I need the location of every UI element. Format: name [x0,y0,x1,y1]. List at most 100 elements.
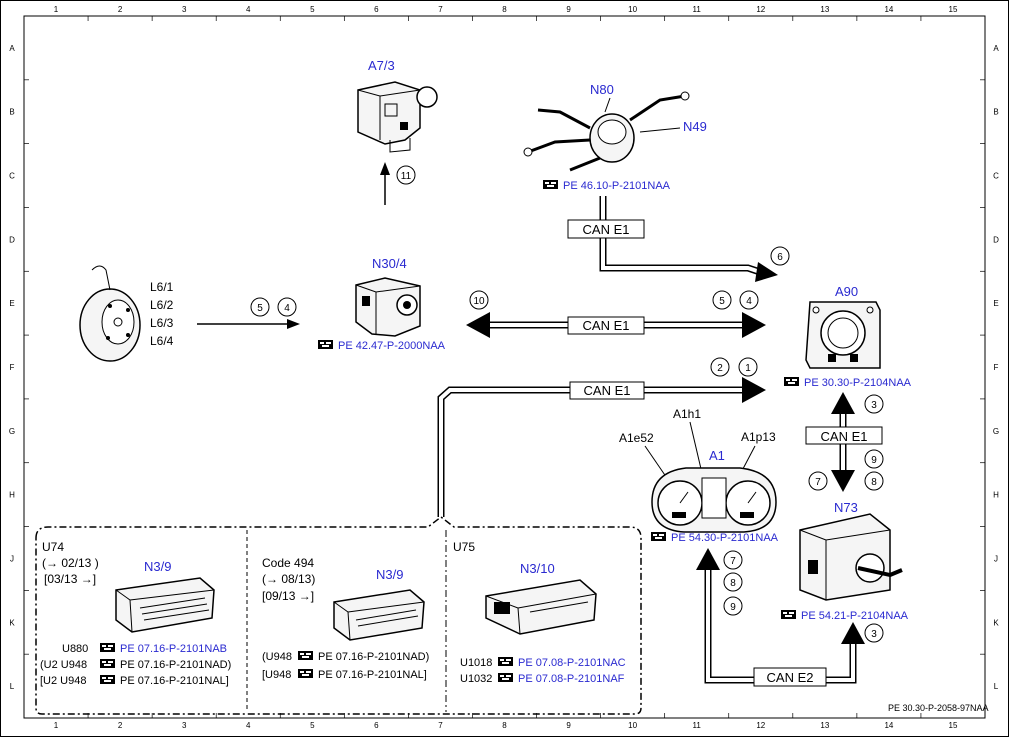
a1-ref[interactable]: PE 54.30-P-2101NAA [651,532,779,544]
grid-col-top-2: 2 [118,5,123,14]
grid-col-bottom-3: 3 [182,721,187,730]
a1e52-label: A1e52 [619,431,654,445]
grid-col-top-5: 5 [310,5,315,14]
marker-9a: 9 [864,449,884,469]
engine-control-panels [35,516,642,715]
u74-panel[interactable]: U74 (→ 02/13 ) [03/13 →] N3/9 U880 PE 07… [40,540,231,687]
svg-text:PE 07.08-P-2101NAC: PE 07.08-P-2101NAC [518,657,626,669]
svg-text:9: 9 [730,602,736,613]
can-e1-a90-n73: CAN E1 [805,392,883,492]
a1h1-label: A1h1 [673,407,701,421]
marker-5a: 5 [250,297,270,317]
svg-text:PE 54.30-P-2101NAA: PE 54.30-P-2101NAA [671,532,779,544]
a1-instrument-cluster[interactable]: A1h1 A1e52 A1p13 A1 [619,407,777,533]
svg-text:N3/9: N3/9 [376,567,403,582]
arrow-11 [380,162,390,205]
n80-label: N80 [590,82,614,97]
svg-text:(→ 02/13 ): (→ 02/13 ) [42,556,99,570]
can-e1-bus-mid: CAN E1 [466,312,766,338]
n80-ref[interactable]: PE 46.10-P-2101NAA [543,180,671,192]
grid-row-left-K: K [9,618,15,627]
svg-text:PE 46.10-P-2101NAA: PE 46.10-P-2101NAA [563,180,671,192]
svg-text:Code 494: Code 494 [262,556,314,570]
a7-3-component[interactable]: A7/3 [357,58,438,153]
svg-text:(→ 08/13): (→ 08/13) [262,572,315,586]
grid-col-bottom-10: 10 [628,721,637,730]
can-e1-mid-label: CAN E1 [583,318,630,333]
footer-code: PE 30.30-P-2058-97NAA [888,703,989,713]
grid-col-bottom-1: 1 [54,721,59,730]
n30-4-component[interactable]: N30/4 [355,256,421,337]
grid-row-left-C: C [9,172,15,181]
a1p13-label: A1p13 [741,430,776,444]
marker-11: 11 [396,165,416,185]
a7-3-label: A7/3 [368,58,395,73]
n73-component[interactable]: N73 [799,500,903,601]
svg-text:PE 30.30-P-2104NAA: PE 30.30-P-2104NAA [804,377,912,389]
can-e1-right-label: CAN E1 [821,429,868,444]
marker-4b: 4 [739,290,759,310]
a90-component[interactable]: A90 [805,284,881,369]
grid-row-left-F: F [10,363,15,372]
svg-text:9: 9 [871,455,877,466]
grid-col-bottom-6: 6 [374,721,379,730]
svg-text:2: 2 [717,363,723,374]
grid-col-bottom-11: 11 [693,721,702,730]
grid-col-top-13: 13 [820,5,829,14]
grid-col-top-8: 8 [502,5,507,14]
l6-sensor[interactable]: L6/1 L6/2 L6/3 L6/4 [79,265,174,362]
grid-col-bottom-5: 5 [310,721,315,730]
svg-text:6: 6 [777,252,783,263]
n3-9-module-b [333,589,425,641]
marker-10: 10 [469,290,489,310]
svg-text:(U948: (U948 [262,651,292,663]
grid-col-top-3: 3 [182,5,187,14]
marker-7a: 7 [808,471,828,491]
n73-label: N73 [834,500,858,515]
marker-9b: 9 [723,596,743,616]
svg-text:L6/3: L6/3 [150,316,174,330]
svg-text:(U2 U948: (U2 U948 [40,659,87,671]
grid-col-bottom-12: 12 [756,721,765,730]
svg-text:[U2 U948: [U2 U948 [40,675,86,687]
svg-text:4: 4 [746,296,752,307]
grid-col-top-11: 11 [693,5,702,14]
grid-col-top-12: 12 [756,5,765,14]
n30-4-ref[interactable]: PE 42.47-P-2000NAA [318,340,446,352]
svg-text:8: 8 [730,578,736,589]
grid-row-left-E: E [9,299,14,308]
grid-col-bottom-7: 7 [438,721,443,730]
n49-label: N49 [683,119,707,134]
marker-5b: 5 [712,290,732,310]
grid-row-right-D: D [993,235,999,244]
svg-text:L6/2: L6/2 [150,298,174,312]
grid-row-left-L: L [10,682,15,691]
arrow-l6-n30 [197,319,300,329]
svg-text:U880: U880 [62,643,88,655]
svg-text:[09/13 →]: [09/13 →] [262,589,314,603]
n80-component[interactable]: N80 N49 [523,82,707,172]
svg-text:U1018: U1018 [460,657,492,669]
grid-col-bottom-4: 4 [246,721,251,730]
svg-text:PE 42.47-P-2000NAA: PE 42.47-P-2000NAA [338,340,446,352]
grid-col-bottom-14: 14 [884,721,893,730]
u75-panel[interactable]: U75 N3/10 U1018 PE 07.08-P-2101NAC U1032… [453,540,626,685]
svg-text:7: 7 [730,556,736,567]
svg-text:PE 07.16-P-2101NAB: PE 07.16-P-2101NAB [120,643,227,655]
svg-text:3: 3 [871,400,877,411]
a90-ref[interactable]: PE 30.30-P-2104NAA [784,377,912,389]
grid-row-right-G: G [993,427,999,436]
svg-text:U1032: U1032 [460,673,492,685]
a90-label: A90 [835,284,858,299]
code-494-panel[interactable]: Code 494 (→ 08/13) [09/13 →] N3/9 (U948 … [262,556,429,681]
grid-row-right-F: F [994,363,999,372]
grid-row-right-J: J [994,554,998,563]
svg-text:PE 54.21-P-2104NAA: PE 54.21-P-2104NAA [801,610,909,622]
grid-col-bottom-9: 9 [566,721,571,730]
svg-text:1: 1 [745,363,751,374]
grid-col-bottom-8: 8 [502,721,507,730]
grid-row-right-E: E [993,299,998,308]
n73-ref[interactable]: PE 54.21-P-2104NAA [781,610,909,622]
marker-8b: 8 [723,572,743,592]
marker-4a: 4 [277,297,297,317]
